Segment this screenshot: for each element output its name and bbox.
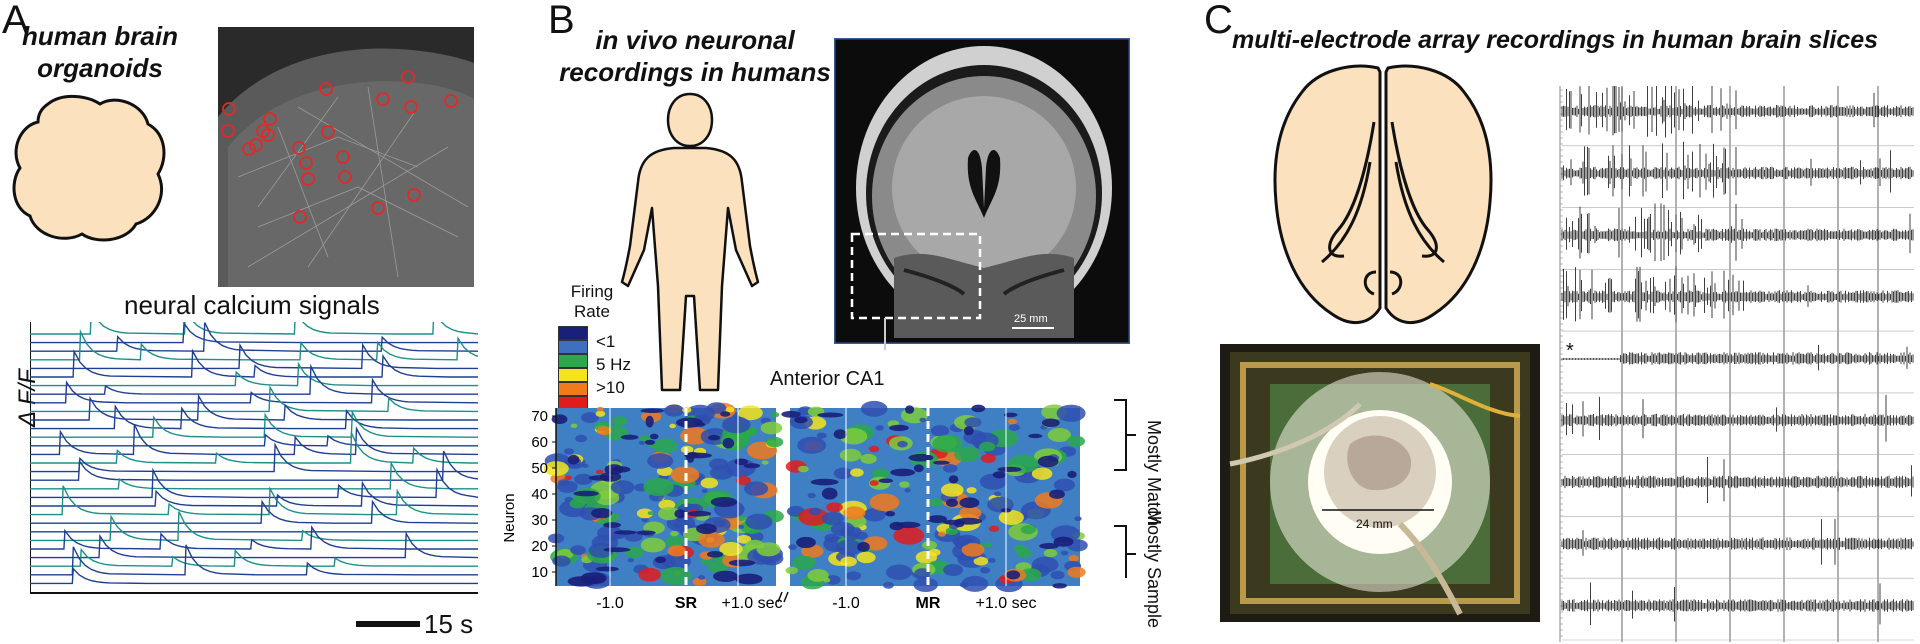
heatmap-title: Anterior CA1 xyxy=(770,368,885,390)
calcium-trace xyxy=(30,480,478,507)
calcium-trace xyxy=(30,363,478,395)
calcium-signals-label: neural calcium signals xyxy=(124,290,380,320)
group-brackets xyxy=(1114,399,1136,578)
mea-trace xyxy=(1561,582,1914,626)
calcium-trace xyxy=(30,460,478,490)
heatmap-xtick: -1.0 xyxy=(596,595,624,612)
mri-scale-label: 25 mm xyxy=(1014,313,1048,325)
heatmap-right xyxy=(781,400,1088,593)
calcium-trace xyxy=(30,567,478,585)
panel-a-title-line1: human brain xyxy=(21,21,178,51)
calcium-trace xyxy=(30,499,478,524)
mea-trace xyxy=(1561,344,1914,371)
mea-trace xyxy=(1561,519,1914,565)
human-body-illustration xyxy=(620,92,760,392)
calcium-trace xyxy=(30,322,478,352)
calcium-trace xyxy=(30,322,478,344)
label-mostly-sample: Mostly Sample xyxy=(1144,510,1164,629)
mea-trace xyxy=(1561,457,1914,504)
calcium-trace xyxy=(30,377,478,404)
mea-chip-photo: 24 mm xyxy=(1220,344,1540,622)
firing-rate-heatmap: 70 60 50 40 30 20 10 Neuron -1.0 SR +1.0 sec -1.0 MR… xyxy=(501,400,1088,612)
heatmap-ytick: 30 xyxy=(531,512,548,529)
calcium-trace xyxy=(30,385,478,413)
panel-b-title-line2: recordings in humans xyxy=(559,57,831,87)
mea-trace xyxy=(1561,394,1914,442)
calcium-trace xyxy=(30,404,478,430)
legend-title-line1: Firing xyxy=(570,282,614,301)
legend-label-low: <1 xyxy=(596,332,616,351)
calcium-trace xyxy=(30,547,478,567)
mea-trace xyxy=(1561,141,1914,200)
calcium-trace xyxy=(30,432,478,464)
panel-b-letter: B xyxy=(548,0,575,42)
calcium-trace xyxy=(30,544,478,576)
time-scale-bar xyxy=(356,621,420,627)
calcium-trace xyxy=(30,442,478,473)
heatmap-xtick: MR xyxy=(916,595,941,612)
firing-rate-colorbar xyxy=(558,326,588,410)
heatmap-ytick: 10 xyxy=(531,564,548,581)
panel-c-letter: C xyxy=(1204,0,1233,42)
mea-trace-grid xyxy=(1559,86,1914,642)
panel-b-title-line1: in vivo neuronal xyxy=(595,25,795,55)
heatmap-xtick: SR xyxy=(675,595,698,612)
calcium-trace xyxy=(30,531,478,559)
heatmap-ylabel: Neuron xyxy=(501,493,518,542)
legend-swatch xyxy=(558,326,588,340)
time-scale-label: 15 s xyxy=(424,609,474,639)
firing-rate-legend-title: Firing Rate xyxy=(562,282,622,322)
legend-label-high: >10 xyxy=(596,378,625,397)
heatmap-ytick: 60 xyxy=(531,434,548,451)
heatmap-xtick: +1.0 sec xyxy=(722,595,783,612)
brain-top-view-illustration xyxy=(1273,64,1493,324)
calcium-trace xyxy=(30,450,478,481)
heatmap-ytick: 50 xyxy=(531,460,548,477)
heatmap-ytick: 70 xyxy=(531,408,548,425)
heatmap-xtick: -1.0 xyxy=(832,595,860,612)
calcium-trace xyxy=(30,409,478,438)
calcium-trace xyxy=(30,424,478,456)
mri-callout-line xyxy=(884,318,886,350)
calcium-trace xyxy=(30,342,478,370)
legend-title-line2: Rate xyxy=(574,302,610,321)
legend-swatch xyxy=(558,382,588,396)
calcium-trace xyxy=(30,361,478,387)
panel-b-title: in vivo neuronal recordings in humans xyxy=(550,24,840,88)
legend-label-mid: 5 Hz xyxy=(596,355,631,374)
calcium-trace xyxy=(30,485,478,516)
mea-trace xyxy=(1561,266,1914,323)
calcium-trace xyxy=(30,466,478,499)
panel-a-title: human brain organoids xyxy=(20,20,180,84)
heatmap-left xyxy=(543,402,784,589)
panel-a-title-line2: organoids xyxy=(37,53,163,83)
axis-break-icon xyxy=(777,591,789,603)
trace-asterisk: * xyxy=(1566,340,1574,362)
organoid-illustration xyxy=(12,95,166,242)
legend-swatch xyxy=(558,340,588,354)
calcium-trace xyxy=(30,393,478,421)
mri-brain-scan: 25 mm xyxy=(834,38,1130,344)
panel-c-title: multi-electrode array recordings in huma… xyxy=(1232,26,1879,54)
calcium-trace xyxy=(30,322,478,335)
heatmap-ytick: 40 xyxy=(531,486,548,503)
mea-trace xyxy=(1561,203,1914,262)
organoid-microscopy-image xyxy=(218,27,474,287)
calcium-trace xyxy=(30,329,478,361)
legend-swatch xyxy=(558,354,588,368)
calcium-trace xyxy=(30,511,478,542)
panel-a-letter: A xyxy=(2,0,29,42)
calcium-trace xyxy=(30,524,478,550)
heatmap-ytick: 20 xyxy=(531,538,548,555)
legend-swatch xyxy=(558,368,588,382)
chip-scale-label: 24 mm xyxy=(1356,517,1393,531)
mea-trace xyxy=(1561,86,1914,138)
calcium-trace xyxy=(30,348,478,378)
heatmap-xtick: +1.0 sec xyxy=(976,595,1037,612)
calcium-traces-plot xyxy=(30,322,478,594)
